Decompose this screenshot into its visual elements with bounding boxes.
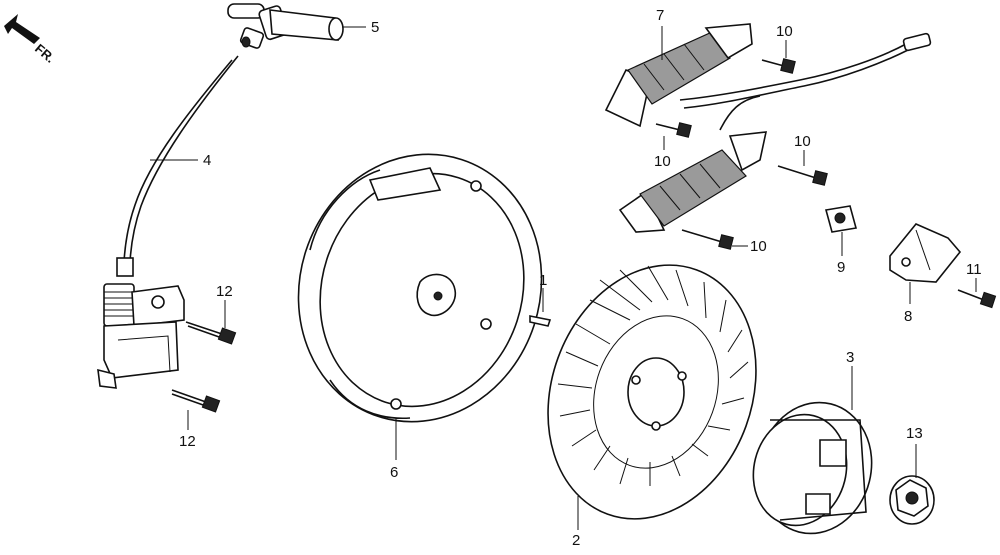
callout-10-lower: 10 — [750, 238, 767, 255]
part-cooling-fan — [547, 264, 757, 520]
arrow-icon — [4, 14, 40, 44]
part-bolt-12-lower — [171, 389, 221, 413]
callout-5: 5 — [371, 19, 379, 36]
part-bolt-10-d — [681, 229, 734, 250]
part-spark-plug-cap — [227, 3, 344, 49]
part-flange-nut — [889, 475, 935, 525]
callout-1: 1 — [539, 272, 547, 289]
callout-12-lower: 12 — [179, 433, 196, 450]
part-bolt-11 — [957, 289, 997, 309]
part-bolt-10-a — [761, 58, 796, 74]
callout-8: 8 — [904, 308, 912, 325]
callout-3: 3 — [846, 349, 854, 366]
part-ignition-coil — [97, 283, 185, 389]
part-flywheel-ring — [297, 153, 543, 423]
callout-10-middle: 10 — [794, 133, 811, 150]
callout-2: 2 — [572, 532, 580, 549]
part-bolt-10-b — [655, 122, 692, 138]
front-direction-marker: FR. — [4, 14, 58, 66]
part-wire-clip — [824, 205, 858, 233]
part-bracket — [889, 223, 962, 283]
callout-13: 13 — [906, 425, 923, 442]
fr-label: FR. — [32, 41, 58, 66]
part-charge-coil — [604, 23, 932, 233]
callout-6: 6 — [390, 464, 398, 481]
callout-7: 7 — [656, 7, 664, 24]
part-woodruff-key — [529, 315, 552, 327]
callout-11: 11 — [966, 261, 982, 278]
part-starter-pulley — [752, 401, 873, 535]
callout-4: 4 — [203, 152, 211, 169]
part-bolt-12-upper — [185, 321, 237, 345]
callout-12-upper: 12 — [216, 283, 233, 300]
part-bolt-10-c — [777, 165, 828, 186]
callout-9: 9 — [837, 259, 845, 276]
part-ignition-lead — [116, 55, 239, 277]
callout-10-left: 10 — [654, 153, 671, 170]
callout-10-top: 10 — [776, 23, 793, 40]
